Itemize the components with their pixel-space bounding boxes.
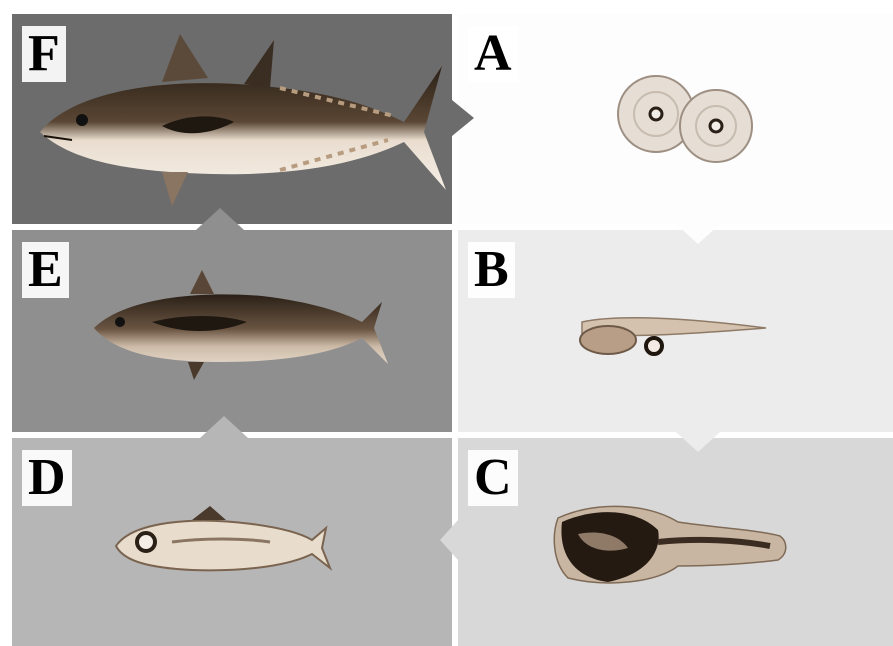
panel-a: A [458, 14, 893, 224]
juvenile-tuna-illustration [12, 230, 452, 432]
larva-illustration [458, 438, 893, 646]
yolk-sac-larva-illustration [458, 230, 893, 432]
panel-c: C [458, 438, 893, 646]
panel-e: E [12, 230, 452, 432]
panel-b: B [458, 230, 893, 432]
panel-f: F [12, 14, 452, 224]
panel-d: D [12, 438, 452, 646]
adult-tuna-illustration [12, 14, 452, 224]
eggs-illustration [458, 14, 893, 224]
postlarval-fish-illustration [12, 438, 452, 646]
